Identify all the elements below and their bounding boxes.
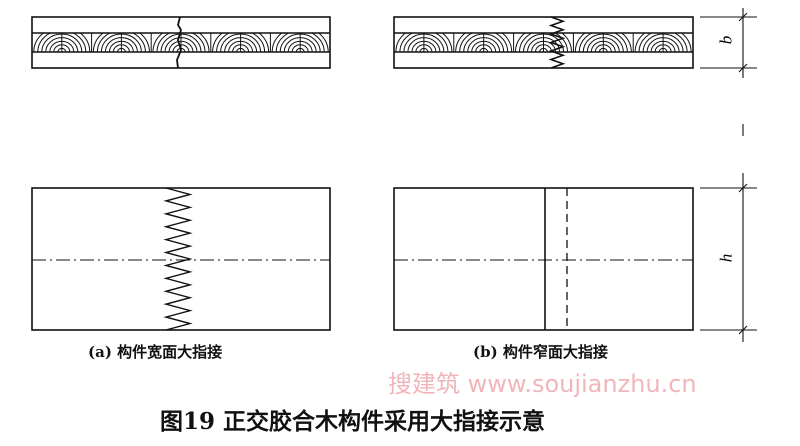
grain-arcs — [393, 33, 692, 52]
caption-b: (b) 构件窄面大指接 — [473, 343, 608, 361]
finger-joint-a-plan — [163, 187, 193, 331]
dimension-h-label: h — [716, 253, 736, 263]
wood-grain-a — [32, 33, 329, 52]
finger-joint-b-section — [548, 16, 566, 69]
wood-grain-b — [393, 33, 692, 52]
figure-title: 图19 正交胶合木构件采用大指接示意 — [160, 408, 546, 435]
joint-line-a — [176, 16, 182, 69]
dimension-b-label: b — [716, 35, 736, 45]
watermark: 搜建筑 www.soujianzhu.cn — [388, 370, 697, 398]
grain-arcs — [32, 33, 329, 52]
plan-a-outline — [31, 187, 331, 331]
dimension-h — [700, 173, 757, 342]
plan-b-outline — [393, 187, 694, 331]
caption-a: (a) 构件宽面大指接 — [88, 343, 223, 361]
dimension-b — [700, 8, 757, 78]
